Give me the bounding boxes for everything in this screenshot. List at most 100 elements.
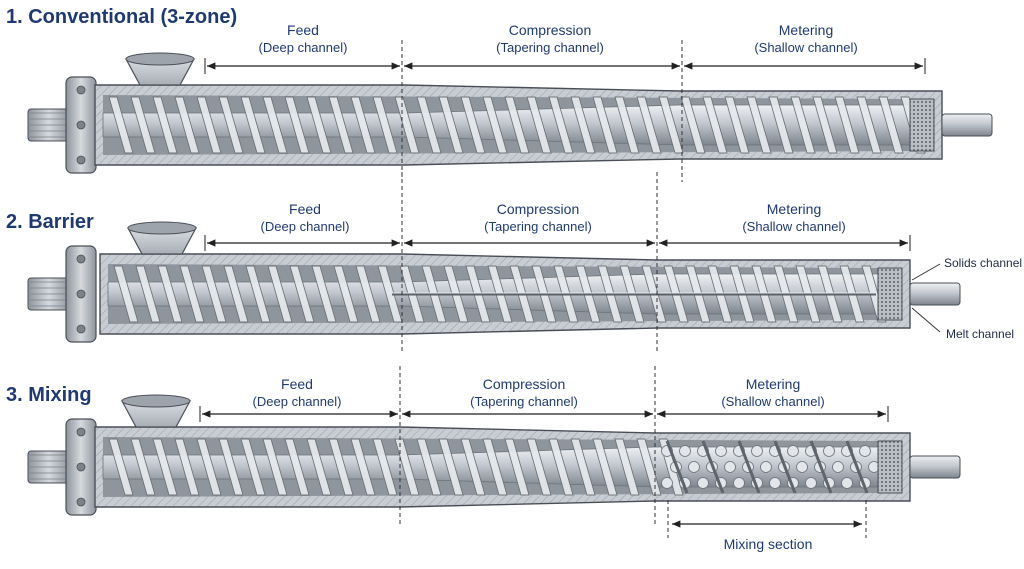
screw-flight	[196, 438, 222, 496]
zone-label-feed: Feed (Deep channel)	[259, 22, 348, 56]
screw-flight	[130, 96, 156, 154]
zone-name: Compression	[482, 376, 566, 392]
screw-assembly-1	[27, 40, 993, 182]
screw-flight	[289, 265, 315, 323]
screw-flight	[812, 96, 838, 154]
screw-flight	[179, 265, 205, 323]
zone-name: Metering	[745, 376, 801, 392]
screw-flight	[438, 438, 464, 496]
screw-assembly-2	[27, 172, 961, 352]
screw-flight	[460, 96, 486, 154]
screw-flight	[218, 438, 244, 496]
screw-flight	[504, 438, 530, 496]
mixing-pin	[751, 445, 763, 457]
screw-flight	[416, 438, 442, 496]
zone-sub: (Shallow channel)	[721, 394, 825, 409]
bolt	[76, 462, 86, 472]
zone-sub: (Shallow channel)	[754, 40, 858, 55]
screw-flight	[790, 96, 816, 154]
screw-flight	[284, 96, 310, 154]
zone-name: Metering	[778, 22, 834, 38]
screw-flight	[614, 96, 640, 154]
screw-flight	[240, 438, 266, 496]
mixing-pin	[841, 477, 853, 489]
mixing-flight	[773, 440, 797, 494]
callout-leader-melt	[911, 307, 941, 333]
screw-flight	[152, 438, 178, 496]
screw-flight	[306, 438, 332, 496]
zone-label-compression: Compression (Tapering channel)	[484, 201, 592, 235]
screw-flight	[311, 265, 337, 323]
screen-pack	[877, 440, 903, 494]
screw-flight	[680, 96, 706, 154]
screw-flight	[702, 96, 728, 154]
mixing-pin	[832, 461, 844, 473]
screw-flight	[306, 96, 332, 154]
screw-flight	[592, 96, 618, 154]
mixing-pin	[661, 477, 673, 489]
mixing-pin	[724, 461, 736, 473]
section-title-barrier: 2. Barrier	[6, 211, 94, 233]
screw-flight	[135, 265, 161, 323]
screw-flight	[570, 96, 596, 154]
screw-flight	[284, 438, 310, 496]
screw-flight	[592, 438, 618, 496]
zone-sub: (Tapering channel)	[470, 394, 578, 409]
screw-flight	[108, 96, 134, 154]
callout-solids-channel: Solids channel	[944, 256, 1023, 270]
screw-flight	[223, 265, 249, 323]
zone-sub: (Deep channel)	[260, 219, 350, 234]
zone-label-metering: Metering (Shallow channel)	[742, 201, 845, 235]
mixing-pin	[805, 477, 817, 489]
screw-flight	[218, 96, 244, 154]
discharge-nozzle	[909, 282, 961, 306]
screw-flight	[350, 438, 376, 496]
mixing-pin	[733, 477, 745, 489]
mixing-pin	[679, 445, 691, 457]
screw-flight	[174, 438, 200, 496]
mixing-flight	[845, 440, 869, 494]
zone-label-metering: Metering (Shallow channel)	[721, 376, 824, 410]
mixing-pin	[823, 445, 835, 457]
mixing-flight	[665, 440, 689, 494]
screw-flight	[240, 96, 266, 154]
screw-flight	[636, 96, 662, 154]
mixing-pin	[769, 477, 781, 489]
zone-name: Feed	[281, 376, 313, 392]
mixing-flight	[809, 440, 833, 494]
screw-flight	[548, 438, 574, 496]
zone-name: Metering	[766, 201, 822, 217]
zone-label-metering: Metering (Shallow channel)	[754, 22, 857, 56]
callout-leader-solids	[911, 263, 941, 281]
bolt	[76, 85, 86, 95]
hopper-opening	[125, 52, 195, 66]
screw-flight	[416, 96, 442, 154]
zone-name: Compression	[496, 201, 580, 217]
screw-assembly-3	[27, 366, 961, 538]
discharge-nozzle	[909, 455, 961, 479]
screw-flight	[658, 96, 684, 154]
mixing-pin	[688, 461, 700, 473]
screw-flight	[130, 438, 156, 496]
mixing-section-label: Mixing section	[723, 536, 813, 552]
screw-flight	[245, 265, 271, 323]
screw-flight	[526, 96, 552, 154]
mixing-pin	[796, 461, 808, 473]
bolt	[76, 324, 86, 334]
screw-flight	[355, 265, 381, 323]
mixing-flight	[737, 440, 761, 494]
discharge-nozzle	[941, 113, 993, 137]
screw-flight	[157, 265, 183, 323]
bolt	[76, 120, 86, 130]
zone-label-compression: Compression (Tapering channel)	[470, 376, 578, 410]
mixing-pin	[760, 461, 772, 473]
bolt	[76, 427, 86, 437]
screw-flight	[113, 265, 139, 323]
screw-flight	[267, 265, 293, 323]
screw-flight	[526, 438, 552, 496]
screw-flight	[438, 96, 464, 154]
screw-flight	[724, 96, 750, 154]
screw-flight	[333, 265, 359, 323]
